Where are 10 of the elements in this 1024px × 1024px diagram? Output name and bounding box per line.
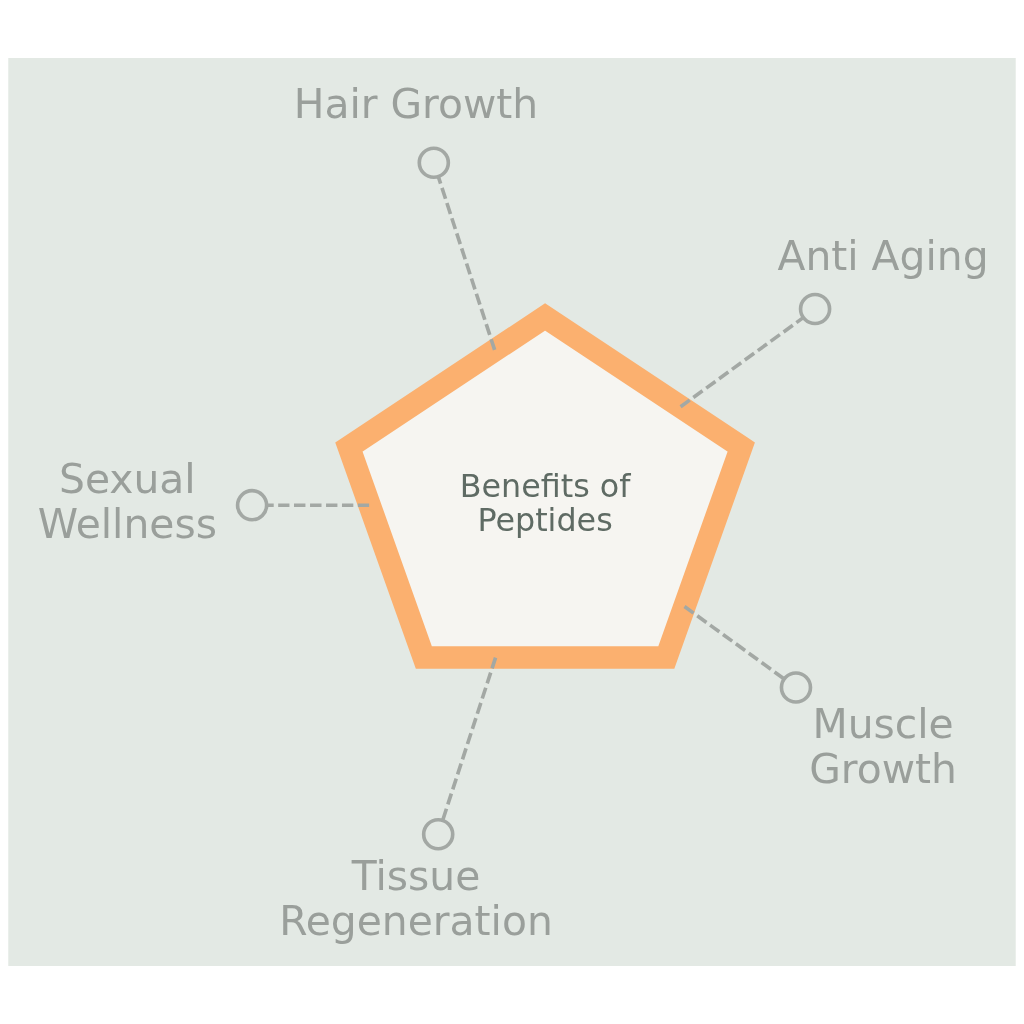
connector xyxy=(683,605,813,704)
node-text: Muscle Growth xyxy=(809,700,957,794)
connector xyxy=(679,292,832,409)
node-text: Tissue Regeneration xyxy=(279,851,553,946)
node-text: Sexual Wellness xyxy=(37,454,217,548)
connector xyxy=(421,657,498,851)
node-text: Anti Aging xyxy=(777,231,989,280)
node-text: Hair Growth xyxy=(293,79,539,128)
connector xyxy=(235,488,370,522)
connector xyxy=(417,146,497,351)
